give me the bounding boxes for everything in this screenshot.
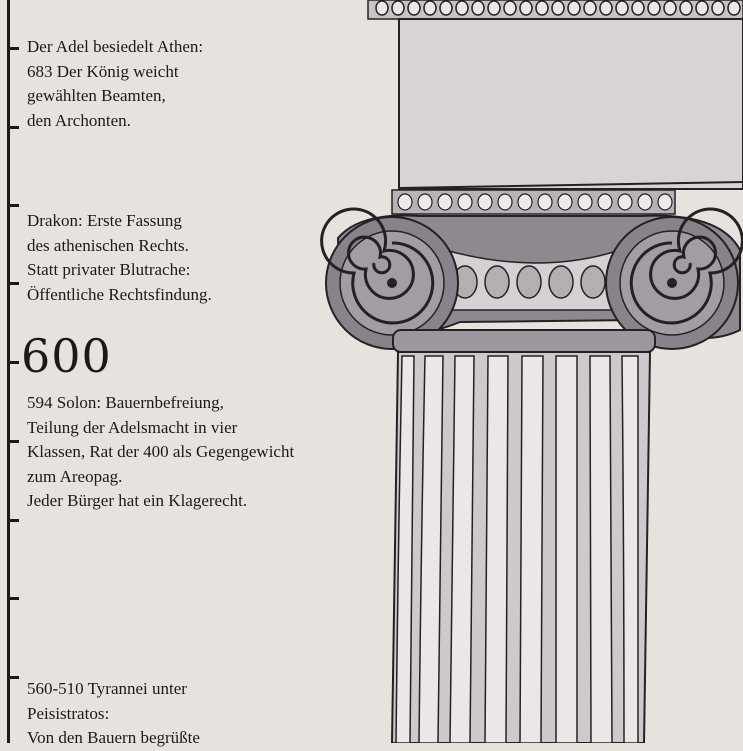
entry-line: Der Adel besiedelt Athen: [27, 37, 204, 56]
timeline-axis [7, 0, 10, 743]
entry-peisistratos: 560-510 Tyrannei unter Peisistratos: Von… [27, 677, 200, 751]
timeline-tick [7, 204, 19, 207]
timeline-tick [7, 440, 19, 443]
timeline-tick [7, 47, 19, 50]
column-shaft [390, 351, 652, 743]
entry-line: Drakon: Erste Fassung [27, 211, 182, 230]
timeline-tick [7, 597, 19, 600]
year-marker-600: 600 [21, 329, 112, 383]
entry-archons: Der Adel besiedelt Athen: 683 Der König … [27, 35, 203, 133]
timeline-tick [7, 282, 19, 285]
entry-line: Statt privater Blutrache: [27, 260, 191, 279]
top-moulding [367, 0, 743, 20]
ionic-capital [320, 207, 743, 350]
timeline-tick [7, 519, 19, 522]
timeline-tick [7, 676, 19, 679]
timeline-tick-600 [7, 361, 19, 364]
entry-line: gewählten Beamten, [27, 86, 166, 105]
entry-line: den Archonten. [27, 110, 131, 130]
entry-line: Von den Bauern begrüßte [27, 728, 200, 747]
entry-line: Peisistratos: [27, 703, 110, 723]
entry-line: Öffentliche Rechtsfindung. [27, 284, 212, 304]
entry-line: Teilung der Adelsmacht in vier [27, 417, 238, 437]
entry-solon: 594 Solon: Bauernbefreiung, Teilung der … [27, 391, 294, 514]
bead-moulding [391, 189, 676, 215]
entry-line: Klassen, Rat der 400 als Gegengewicht [27, 442, 295, 461]
astragal [392, 329, 656, 353]
entry-line: zum Areopag. [27, 466, 123, 486]
entry-line: Jeder Bürger hat ein Klagerecht. [27, 491, 248, 510]
entry-line: 594 Solon: Bauernbefreiung, [27, 393, 224, 412]
entry-line: 560-510 Tyrannei unter [27, 679, 187, 698]
left-volute [320, 207, 459, 350]
timeline-tick [7, 126, 19, 129]
right-volute [605, 207, 743, 350]
entry-drakon: Drakon: Erste Fassung des athenischen Re… [27, 209, 212, 307]
abacus-block [398, 18, 743, 190]
entry-line: des athenischen Rechts. [27, 235, 189, 255]
entry-line: 683 Der König weicht [27, 61, 179, 81]
